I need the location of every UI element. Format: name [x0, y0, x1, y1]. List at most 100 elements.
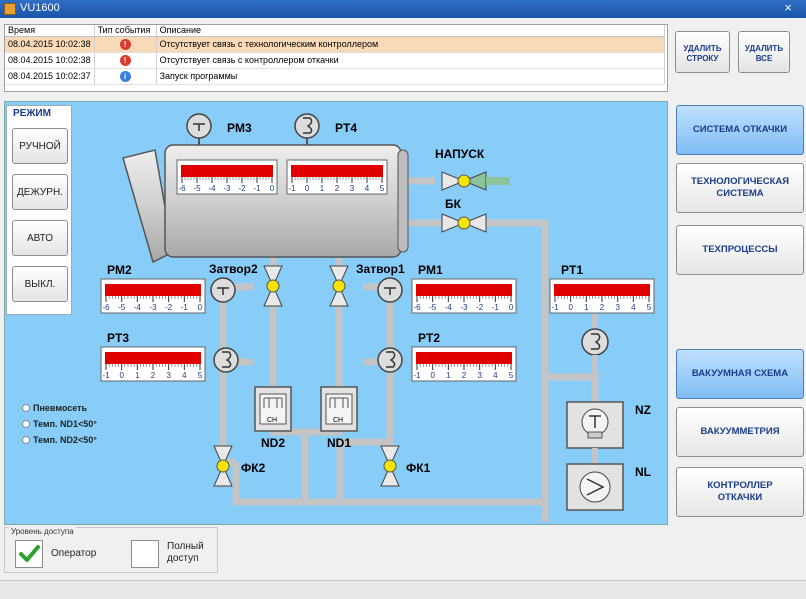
error-icon: !: [119, 38, 131, 50]
scale-tick-label: 0: [119, 371, 124, 380]
scale-tick-label: -2: [165, 303, 173, 312]
scale-tick-label: -4: [134, 303, 142, 312]
scale-tick-label: -2: [476, 303, 484, 312]
scale-tick-label: 0: [198, 303, 203, 312]
scale-tick-label: -6: [102, 303, 110, 312]
close-icon[interactable]: ×: [784, 0, 792, 15]
label-nd2: ND2: [261, 436, 285, 450]
window-title: VU1600: [20, 2, 60, 14]
label-pt1: PT1: [561, 263, 583, 277]
pump-nl[interactable]: [566, 463, 624, 511]
legend-item: Пневмосеть: [22, 403, 87, 413]
label-bk: БК: [445, 197, 462, 211]
valve-bk[interactable]: [441, 213, 487, 233]
scale-tick-label: -3: [149, 303, 157, 312]
nav-processes-button[interactable]: ТЕХПРОЦЕССЫ: [676, 225, 804, 275]
log-row[interactable]: 08.04.2015 10:02:37 i Запуск программы: [5, 68, 666, 85]
scale-tick-label: 0: [568, 303, 573, 312]
label-pt3: PT3: [107, 331, 129, 345]
event-log: Время Тип события Описание 08.04.2015 10…: [4, 24, 668, 92]
log-row[interactable]: 08.04.2015 10:02:38 ! Отсутствует связь …: [5, 52, 666, 69]
scale-tick-label: -4: [208, 184, 216, 193]
label-pt2: PT2: [418, 331, 440, 345]
label-nd1: ND1: [327, 436, 351, 450]
log-row[interactable]: 08.04.2015 10:02:38 ! Отсутствует связь …: [5, 36, 666, 53]
mode-auto-button[interactable]: АВТО: [12, 220, 68, 256]
mode-manual-button[interactable]: РУЧНОЙ: [12, 128, 68, 164]
label-pt4: PT4: [335, 121, 357, 135]
pump-nd2[interactable]: CH: [254, 386, 292, 432]
info-icon: i: [119, 70, 131, 82]
label-fk1: ФК1: [406, 461, 431, 475]
column-header-time[interactable]: Время: [5, 25, 95, 37]
scale-tick-label: 2: [600, 303, 605, 312]
scale-tick-label: 3: [477, 371, 482, 380]
nav-vacuummetry-button[interactable]: ВАКУУММЕТРИЯ: [676, 407, 804, 457]
scale-tick-label: 3: [615, 303, 620, 312]
scale-tick-label: -6: [178, 184, 186, 193]
valve-zatvor1[interactable]: [329, 265, 349, 307]
delete-all-button[interactable]: УДАЛИТЬ ВСЕ: [738, 31, 790, 73]
valve-fk1[interactable]: [380, 445, 400, 487]
scale-tick-label: 5: [198, 371, 203, 380]
log-time: 08.04.2015 10:02:37: [5, 68, 95, 85]
log-text: Отсутствует связь с технологическим конт…: [156, 36, 666, 53]
scale-tick-label: -3: [223, 184, 231, 193]
column-header-type[interactable]: Тип события: [94, 25, 157, 37]
scale-tick-label: -1: [253, 184, 261, 193]
scale-tick-label: 1: [135, 371, 140, 380]
scale-tick-label: 4: [631, 303, 636, 312]
pump-nd1[interactable]: CH: [320, 386, 358, 432]
scale-tick-label: 0: [305, 184, 310, 193]
svg-text:CH: CH: [333, 417, 343, 424]
scale-tick-label: -1: [181, 303, 189, 312]
indicator-icon: [22, 436, 30, 444]
scale-tick-label: -1: [413, 371, 421, 380]
valve-fk2[interactable]: [213, 445, 233, 487]
valve-napusk[interactable]: [441, 171, 510, 191]
indicator-icon: [22, 404, 30, 412]
gauge-pt1: [581, 314, 609, 356]
scale-tick-label: 5: [509, 371, 514, 380]
label-zatvor2: Затвор2: [209, 262, 258, 276]
label-napusk: НАПУСК: [435, 147, 485, 161]
label-pm3: PM3: [227, 121, 252, 135]
log-time: 08.04.2015 10:02:38: [5, 36, 95, 53]
gauge-pm3: [186, 113, 212, 145]
scale-tick-label: 4: [493, 371, 498, 380]
log-time: 08.04.2015 10:02:38: [5, 52, 95, 69]
operator-checkbox[interactable]: [15, 540, 43, 568]
column-header-description[interactable]: Описание: [156, 25, 666, 37]
mode-standby-button[interactable]: ДЕЖУРН.: [12, 174, 68, 210]
mode-off-button[interactable]: ВЫКЛ.: [12, 266, 68, 302]
scale-tick-label: 3: [166, 371, 171, 380]
pump-nz[interactable]: [566, 401, 624, 449]
error-icon: !: [119, 54, 131, 66]
label-fk2: ФК2: [241, 461, 266, 475]
scale-tick-label: 4: [365, 184, 370, 193]
label-pm1: PM1: [418, 263, 443, 277]
label-nl: NL: [635, 465, 651, 479]
operator-label: Оператор: [51, 548, 97, 559]
valve-zatvor2[interactable]: [263, 265, 283, 307]
scale-tick-label: -6: [413, 303, 421, 312]
legend-item: Темп. ND1<50°: [22, 419, 97, 429]
scale-tick-label: -1: [288, 184, 296, 193]
scale-tick-label: -2: [238, 184, 246, 193]
full-access-checkbox[interactable]: [131, 540, 159, 568]
log-text: Запуск программы: [156, 68, 666, 85]
scale-tick-label: 4: [182, 371, 187, 380]
delete-row-button[interactable]: УДАЛИТЬ СТРОКУ: [675, 31, 730, 73]
nav-vacuum-scheme-button[interactable]: ВАКУУМНАЯ СХЕМА: [676, 349, 804, 399]
nav-pumping-system-button[interactable]: СИСТЕМА ОТКАЧКИ: [676, 105, 804, 155]
